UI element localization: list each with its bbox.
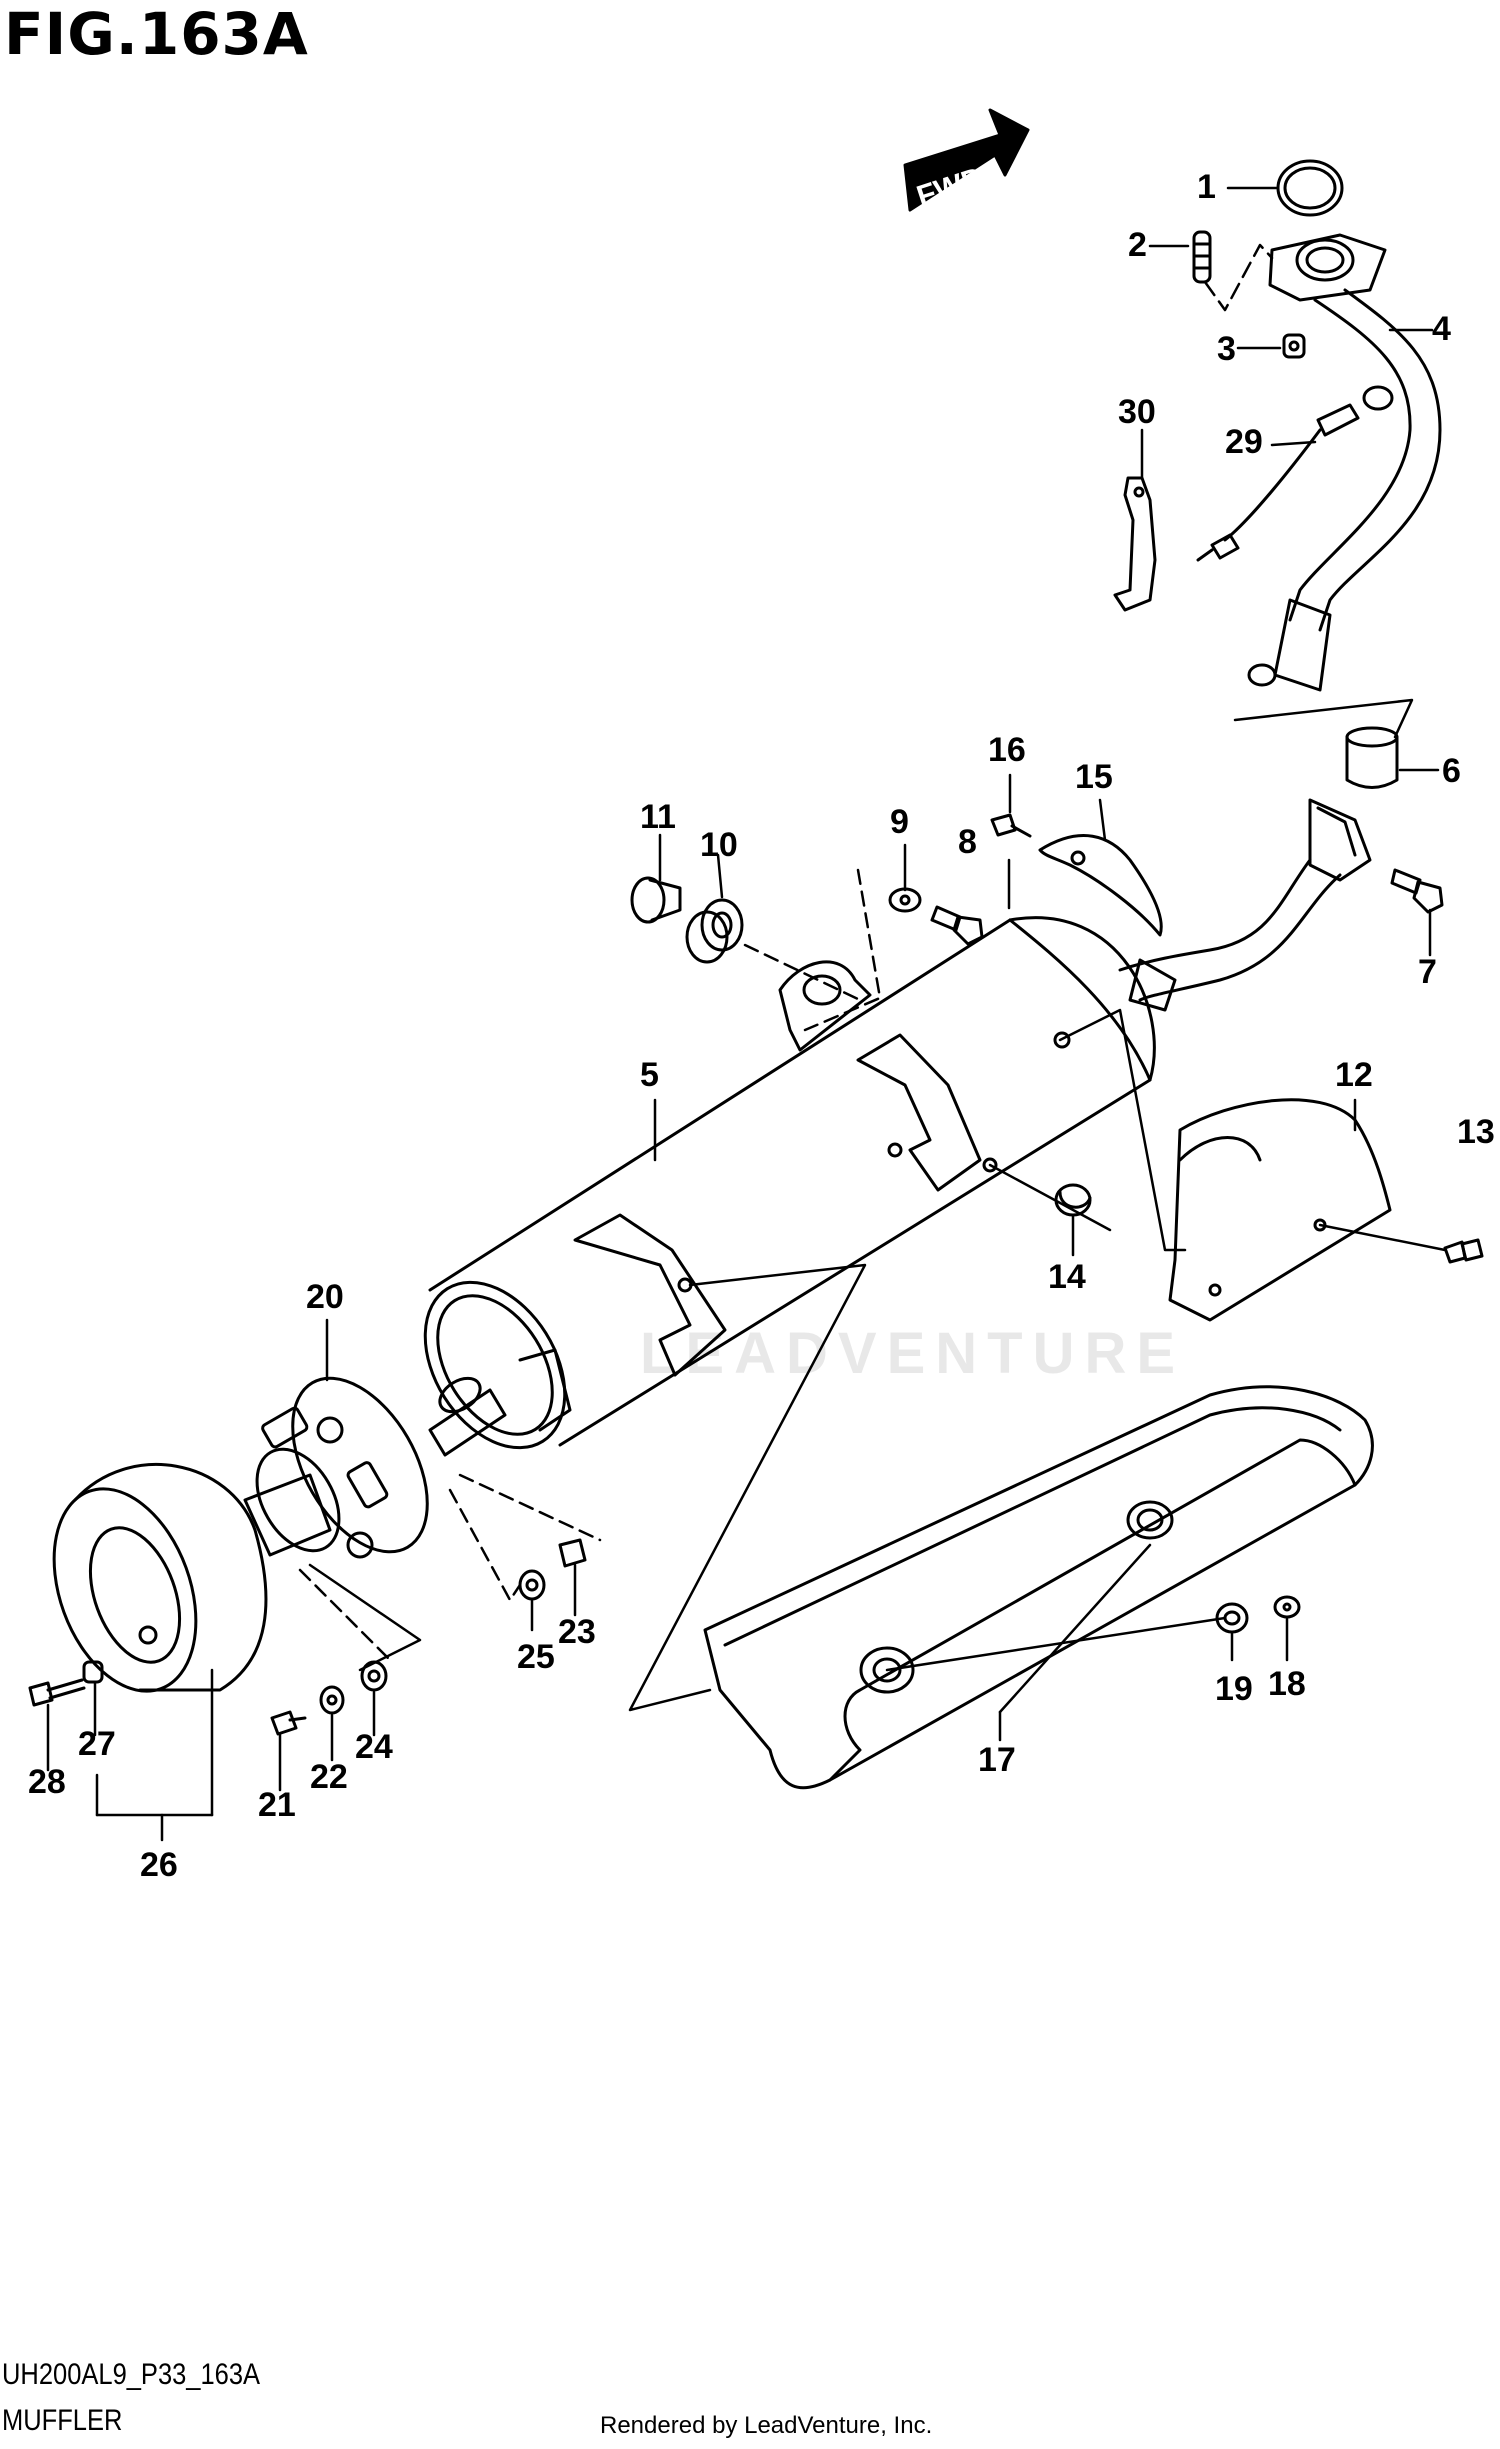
callout-24: 24 bbox=[355, 1728, 393, 1766]
callout-18: 18 bbox=[1268, 1665, 1306, 1703]
callout-22: 22 bbox=[310, 1758, 348, 1796]
callout-8: 8 bbox=[958, 823, 977, 861]
exhaust-pipe-part bbox=[1247, 233, 1442, 692]
muffler-guard-17-part bbox=[703, 1385, 1374, 1790]
screw-13-part bbox=[1443, 1238, 1484, 1264]
callout-6: 6 bbox=[1442, 752, 1461, 790]
callout-3: 3 bbox=[1217, 330, 1236, 368]
callout-27: 27 bbox=[78, 1725, 116, 1763]
bracket-strap-part bbox=[1113, 476, 1157, 612]
callout-21: 21 bbox=[258, 1786, 296, 1824]
muffler-inlet-pipe bbox=[1118, 798, 1372, 1012]
callout-25: 25 bbox=[517, 1638, 555, 1676]
callout-28: 28 bbox=[28, 1763, 66, 1801]
callout-2: 2 bbox=[1128, 226, 1147, 264]
callout-9: 9 bbox=[890, 803, 909, 841]
fwd-arrow: FWD bbox=[903, 108, 1030, 214]
callout-26: 26 bbox=[140, 1846, 178, 1884]
callout-16: 16 bbox=[988, 731, 1026, 769]
nut-part bbox=[1282, 333, 1306, 359]
callout-4: 4 bbox=[1432, 310, 1451, 348]
washer-9-part bbox=[888, 887, 922, 913]
callout-5: 5 bbox=[640, 1056, 659, 1094]
callout-20: 20 bbox=[306, 1278, 344, 1316]
callout-11: 11 bbox=[640, 798, 676, 836]
bolt-28-part bbox=[28, 1678, 86, 1707]
callout-19: 19 bbox=[1215, 1670, 1253, 1708]
diagram-code: UH200AL9_P33_163A bbox=[2, 2358, 261, 2391]
screw-16-part bbox=[990, 813, 1032, 838]
collar-11-part bbox=[630, 876, 682, 924]
callout-30: 30 bbox=[1118, 393, 1156, 431]
callout-15: 15 bbox=[1075, 758, 1113, 796]
callout-23: 23 bbox=[558, 1613, 596, 1651]
callout-7: 7 bbox=[1418, 953, 1437, 991]
end-cap-20-part bbox=[243, 1376, 429, 1559]
oxygen-sensor-part bbox=[1196, 403, 1360, 562]
collar-18-part bbox=[1273, 1595, 1301, 1619]
diagram-name: MUFFLER bbox=[2, 2404, 123, 2437]
figure-title: FIG.163A bbox=[4, 0, 309, 68]
pipe-gasket-part bbox=[1345, 726, 1399, 789]
leader-lines bbox=[46, 186, 1447, 1842]
heat-shield-12-part bbox=[1168, 1098, 1392, 1322]
bolt-8-part bbox=[930, 905, 984, 946]
watermark-text: LEADVENTURE bbox=[640, 1321, 1186, 1386]
washer-25-part bbox=[518, 1569, 546, 1601]
callout-13: 13 bbox=[1457, 1113, 1495, 1151]
end-cover-26-part bbox=[52, 1462, 268, 1693]
bolt-21-part bbox=[270, 1710, 307, 1736]
washer-22-part bbox=[319, 1685, 345, 1715]
collar-27-part bbox=[82, 1660, 104, 1684]
callout-14: 14 bbox=[1048, 1258, 1086, 1296]
flange-bolt-right-part bbox=[1390, 868, 1444, 914]
grommet-10-part bbox=[685, 898, 744, 964]
callout-12: 12 bbox=[1335, 1056, 1373, 1094]
render-credit: Rendered by LeadVenture, Inc. bbox=[600, 2412, 933, 2439]
nut-23-part bbox=[558, 1538, 587, 1568]
gasket-ring-part bbox=[1276, 159, 1344, 217]
callout-10: 10 bbox=[700, 826, 738, 864]
callout-17: 17 bbox=[978, 1741, 1016, 1779]
callout-1: 1 bbox=[1197, 168, 1216, 206]
callout-29: 29 bbox=[1225, 423, 1263, 461]
stud-bolt-part bbox=[1192, 230, 1212, 284]
muffler-body-part bbox=[423, 916, 1156, 1457]
